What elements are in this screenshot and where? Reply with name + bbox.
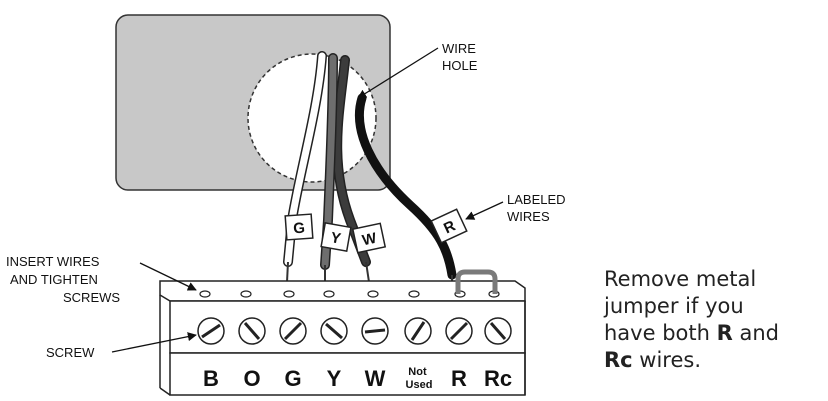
screw-o [238,317,266,345]
terminal-label-y: Y [327,366,342,391]
screw-rc [484,317,512,345]
wire-tag-y: Y [320,222,352,252]
terminal-label-rc: Rc [484,366,512,391]
wire-tags: G Y W R [284,208,468,254]
jumper-note-line3: have both R and [604,320,826,347]
wire-r [354,93,457,280]
callout-wire-hole-line2: HOLE [442,58,478,73]
callout-insert-wires-line3: SCREWS [63,290,120,305]
jumper-note-line4-post: wires. [632,348,702,372]
wire-tag-y-label: Y [329,229,342,247]
callout-labeled-wires: LABELED WIRES [465,192,566,224]
jumper-note: Remove metal jumper if you have both R a… [604,266,826,374]
screw-b [197,317,225,345]
terminal-label-w: W [365,366,386,391]
jumper-note-line3-pre: have both [604,321,717,345]
terminal-label-not-used: Not Used [406,366,433,391]
terminal-label-not-used-line1: Not [408,366,427,378]
callout-insert-wires: INSERT WIRES AND TIGHTEN SCREWS [6,254,197,305]
callout-labeled-wires-line2: WIRES [507,209,550,224]
screw-r [445,317,473,345]
terminal-label-g: G [284,366,301,391]
callout-insert-wires-line2: AND TIGHTEN [10,272,98,287]
screw-g [279,317,307,345]
screw-not-used [404,317,432,345]
jumper-note-r: R [716,321,733,345]
screw-y [320,317,348,345]
terminal-label-not-used-line2: Used [406,379,433,391]
screws [197,317,512,345]
wire-tag-g-label: G [293,220,306,238]
terminal-label-o: O [243,366,260,391]
wire-tag-g: G [284,213,314,241]
wire-tag-w-label: W [361,230,379,250]
jumper-note-line3-post: and [732,321,779,345]
callout-screw: SCREW [46,332,197,360]
jumper-note-rc: Rc [604,348,633,372]
metal-jumper [455,269,498,294]
wire-tag-r: R [430,208,468,244]
callout-insert-wires-line1: INSERT WIRES [6,254,100,269]
jumper-note-line2: jumper if you [604,294,744,318]
callout-wire-hole: WIRE HOLE [357,41,478,99]
terminal-label-b: B [203,366,219,391]
terminal-labels: B O G Y W Not Used R Rc [203,366,512,391]
wire-tag-w: W [351,222,387,254]
jumper-note-line1: Remove metal [604,267,757,291]
jumper-note-line4: Rc wires. [604,347,826,374]
callout-wire-hole-line1: WIRE [442,41,476,56]
screw-w [361,317,389,345]
terminal-block [159,280,526,396]
terminal-label-r: R [451,366,467,391]
wires [283,51,457,292]
callout-screw-label: SCREW [46,345,95,360]
callout-labeled-wires-line1: LABELED [507,192,566,207]
